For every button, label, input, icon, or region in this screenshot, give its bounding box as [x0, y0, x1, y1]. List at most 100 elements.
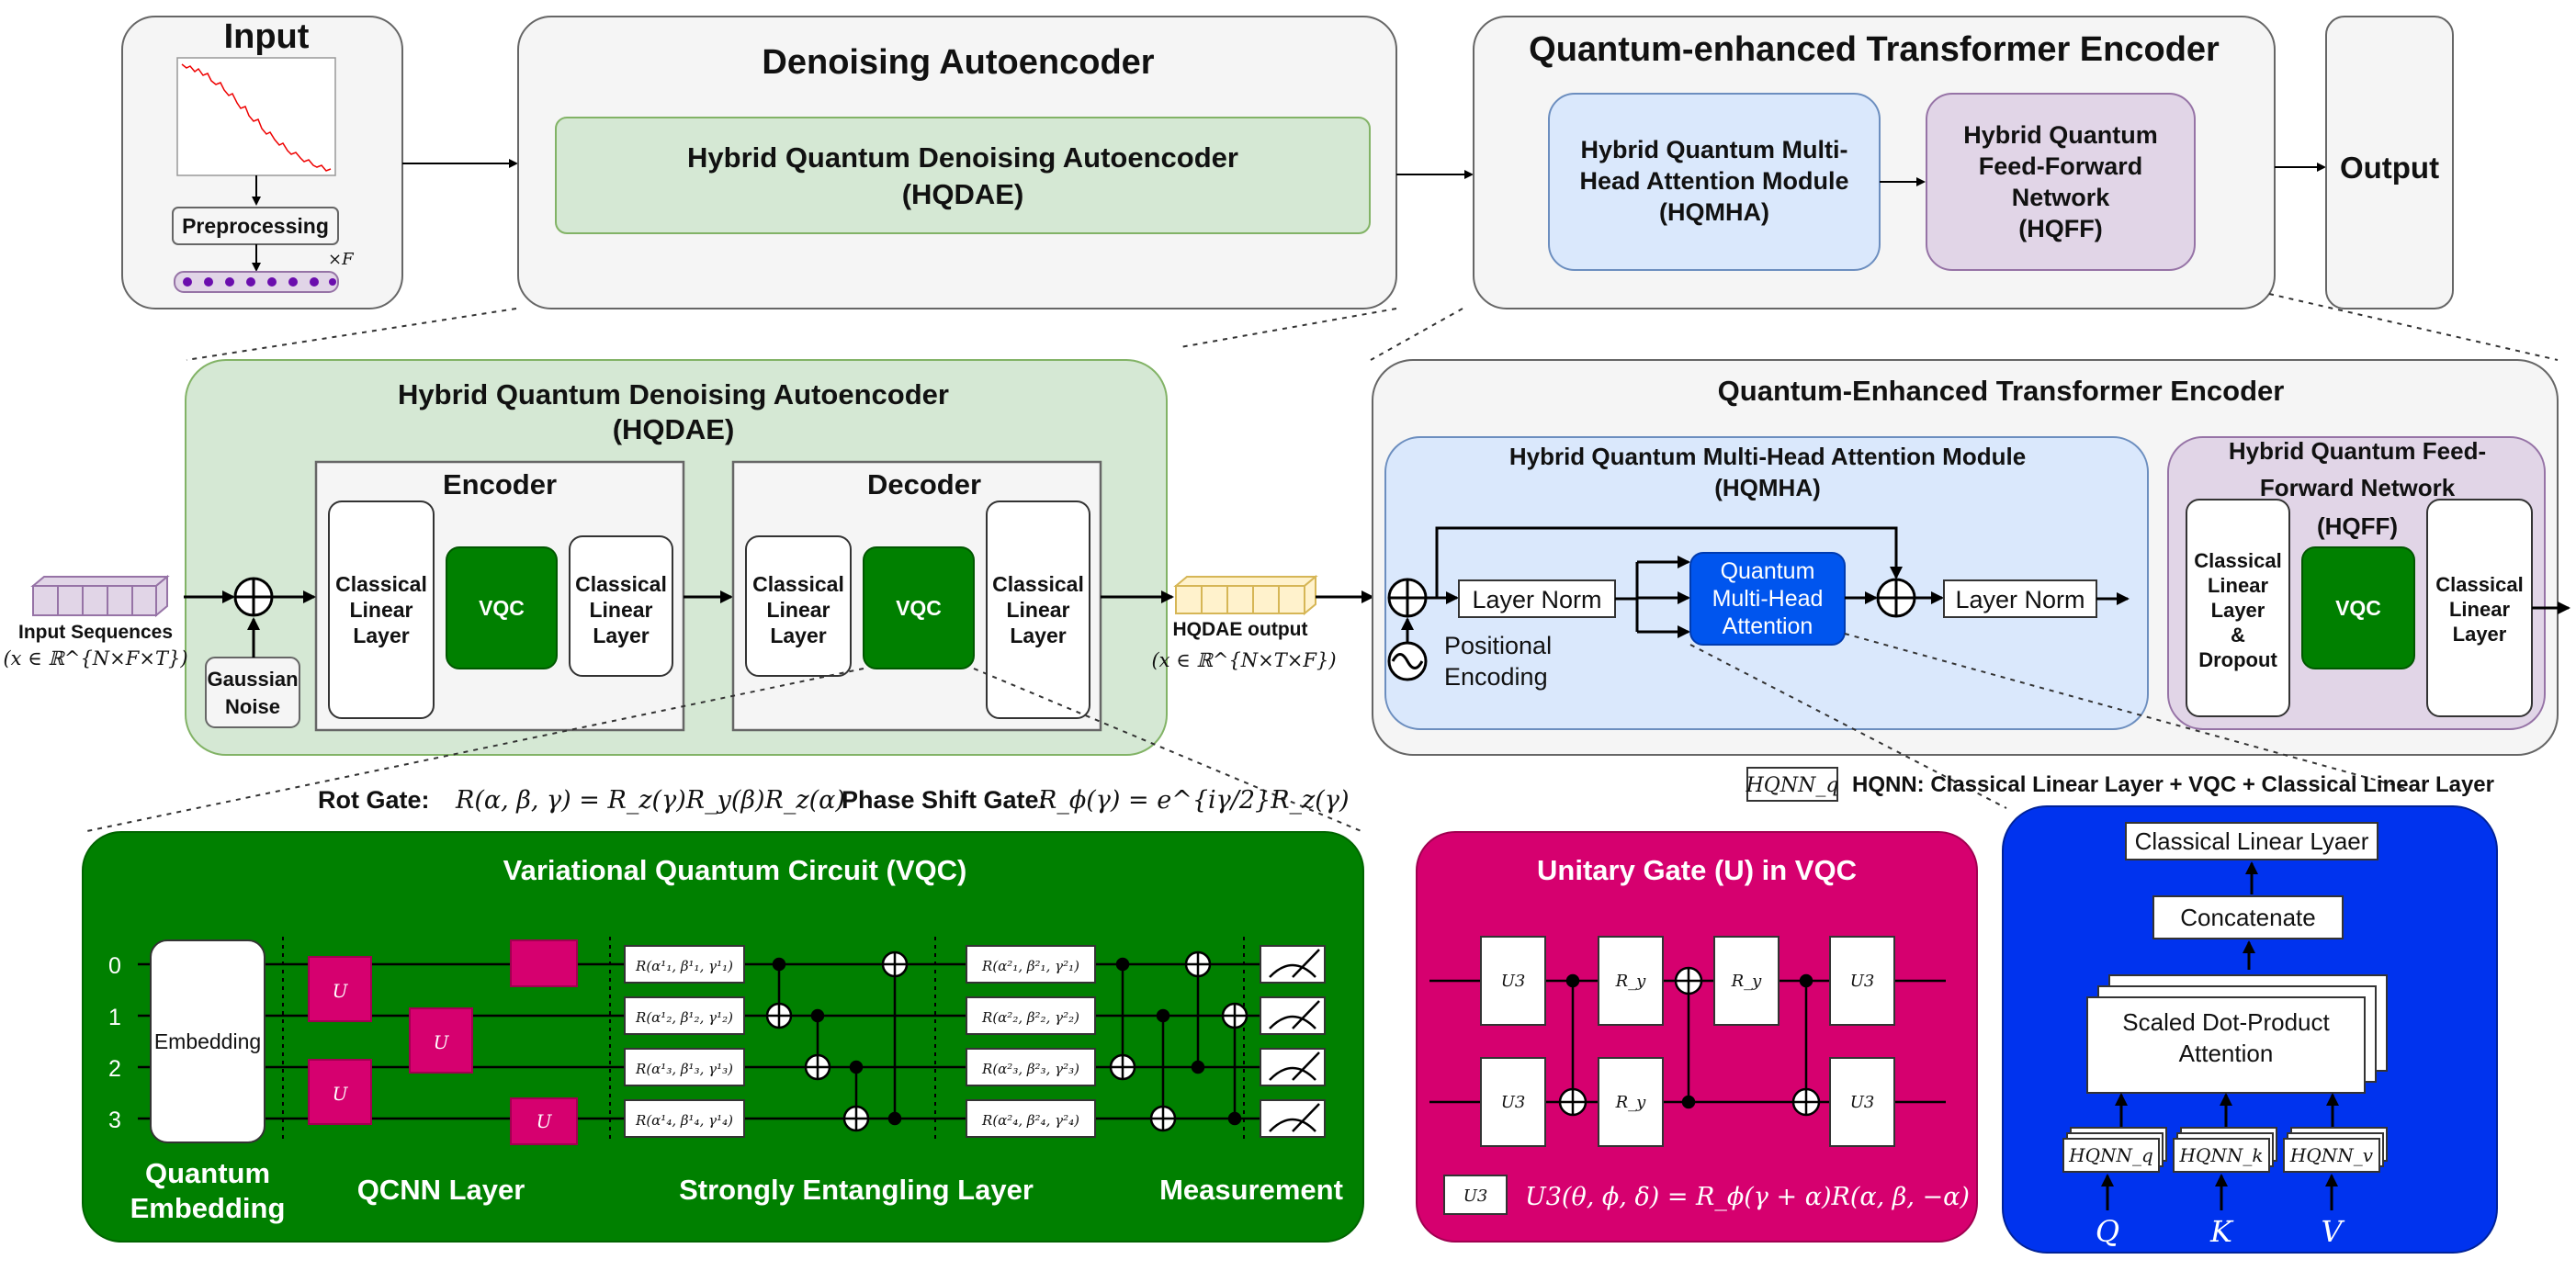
- dec-vqc: [863, 546, 975, 669]
- times-f-label: ×F: [328, 250, 355, 269]
- feature-vector: [174, 271, 339, 293]
- svg-text:U: U: [333, 980, 349, 1002]
- svg-text:U3: U3: [1850, 972, 1875, 991]
- v-input: V: [2321, 1214, 2344, 1249]
- svg-text:Linear: Linear: [589, 598, 652, 622]
- phase-gate-eq: R_ϕ(γ) = e^{iγ/2}R_z(γ): [1037, 786, 1350, 815]
- svg-text:U: U: [434, 1031, 450, 1053]
- hqdae-panel: Hybrid Quantum Denoising Autoencoder (HQ…: [185, 359, 1168, 756]
- svg-text:Layer: Layer: [2453, 623, 2507, 646]
- cnot-layer2: [1109, 950, 1248, 1132]
- svg-text:Linear: Linear: [766, 598, 830, 622]
- svg-text:Layer: Layer: [770, 624, 826, 647]
- phase-gate-label: Phase Shift Gate:: [842, 786, 1047, 814]
- vqc-panel: Variational Quantum Circuit (VQC) 0 1 2 …: [82, 831, 1364, 1243]
- hqff-vqc: [2301, 546, 2415, 669]
- svg-text:Gaussian: Gaussian: [207, 668, 298, 691]
- svg-text:VQC: VQC: [896, 596, 942, 620]
- hqnn-k-stack: HQNN_k: [2173, 1127, 2277, 1173]
- svg-text:HQDAE output: HQDAE output: [1173, 619, 1308, 640]
- svg-text:U3: U3: [1501, 1093, 1526, 1112]
- measurement-meters: [1260, 945, 1326, 1138]
- svg-text:Noise: Noise: [225, 695, 280, 718]
- input-signal-plot: [176, 57, 336, 176]
- svg-text:2: 2: [108, 1056, 121, 1082]
- ry-gate-a: [1598, 936, 1664, 1026]
- svg-text:Classical Linear Lyaer: Classical Linear Lyaer: [2135, 827, 2369, 855]
- svg-text:Encoding: Encoding: [1444, 663, 1548, 691]
- svg-text:Multi-Head: Multi-Head: [1712, 586, 1824, 612]
- qte-title: Quantum-Enhanced Transformer Encoder: [1718, 375, 2285, 407]
- zoom-lines-top: [186, 293, 2559, 361]
- embedding-block: [150, 939, 266, 1143]
- u3-gate-a: [1480, 936, 1546, 1026]
- dae-top-panel: Denoising Autoencoder Hybrid Quantum Den…: [517, 16, 1397, 309]
- svg-text:R(α²₃, β²₃, γ²₃): R(α²₃, β²₃, γ²₃): [981, 1061, 1079, 1077]
- svg-text:Linear: Linear: [2449, 598, 2510, 621]
- svg-text:Attention: Attention: [1723, 613, 1813, 639]
- svg-text:R(α¹₁, β¹₁, γ¹₁): R(α¹₁, β¹₁, γ¹₁): [635, 958, 733, 974]
- cnot-layer1: [765, 950, 909, 1132]
- svg-text:Embedding: Embedding: [130, 1192, 286, 1224]
- u3-gate-b: [1480, 1057, 1546, 1147]
- rot-gates-layer1: R(α¹₁, β¹₁, γ¹₁) R(α¹₂, β¹₂, γ¹₂) R(α¹₃,…: [624, 945, 745, 1138]
- svg-text:(HQFF): (HQFF): [2317, 512, 2398, 540]
- input-signal-line: [181, 63, 332, 172]
- svg-text:&: &: [2231, 624, 2245, 647]
- svg-text:VQC: VQC: [2335, 596, 2381, 620]
- feature-dots: [183, 277, 336, 287]
- svg-text:R(α¹₄, β¹₄, γ¹₄): R(α¹₄, β¹₄, γ¹₄): [635, 1112, 733, 1129]
- svg-text:Unitary Gate (U) in VQC: Unitary Gate (U) in VQC: [1537, 854, 1857, 886]
- hqff-top-l2: Feed-Forward: [1979, 152, 2143, 180]
- svg-text:R(α²₂, β²₂, γ²₂): R(α²₂, β²₂, γ²₂): [981, 1009, 1079, 1026]
- svg-text:Concatenate: Concatenate: [2180, 904, 2315, 931]
- svg-text:3: 3: [108, 1108, 121, 1133]
- vqc-title: Variational Quantum Circuit (VQC): [503, 854, 967, 886]
- enc-vqc: [446, 546, 558, 669]
- svg-text:Layer: Layer: [2211, 599, 2265, 622]
- svg-text:VQC: VQC: [479, 596, 525, 620]
- svg-text:Layer Norm: Layer Norm: [1472, 586, 1601, 613]
- layer-norm-1: [1458, 579, 1616, 618]
- svg-text:R(α²₁, β²₁, γ²₁): R(α²₁, β²₁, γ²₁): [981, 958, 1079, 974]
- input-panel: Input Preprocessing ×F: [121, 16, 403, 309]
- svg-text:Layer: Layer: [593, 624, 649, 647]
- dae-title: Denoising Autoencoder: [762, 43, 1154, 82]
- u3-legend-box: [1443, 1175, 1508, 1215]
- hqff-classical-1: [2186, 499, 2290, 717]
- input-title: Input: [224, 17, 310, 56]
- u3-gate-d: [1829, 1057, 1895, 1147]
- hqdae-top-box: [555, 117, 1371, 234]
- svg-text:(HQMHA): (HQMHA): [1714, 474, 1821, 501]
- svg-text:Layer: Layer: [1010, 624, 1066, 647]
- output-panel: Output: [2325, 16, 2454, 309]
- hqff-top-l4: (HQFF): [2018, 215, 2102, 242]
- svg-text:(x ∈ ℝ^{N×T×F}): (x ∈ ℝ^{N×T×F}): [1151, 649, 1336, 671]
- dec-classical-2: [986, 500, 1090, 719]
- svg-text:U3: U3: [1463, 1186, 1488, 1206]
- decoder-title: Decoder: [867, 468, 981, 500]
- svg-text:R(α²₄, β²₄, γ²₄): R(α²₄, β²₄, γ²₄): [981, 1112, 1079, 1129]
- svg-text:U: U: [333, 1083, 349, 1105]
- layer-norm-2: [1943, 579, 2097, 618]
- enc-classical-1: [328, 500, 435, 719]
- dec-classical-1: [745, 535, 852, 677]
- svg-text:HQNN_q: HQNN_q: [1746, 774, 1839, 797]
- hqnn-legend-box: [1746, 767, 1838, 802]
- encoder-title: Encoder: [443, 468, 557, 500]
- svg-text:Positional: Positional: [1444, 632, 1552, 659]
- svg-text:R(α¹₂, β¹₂, γ¹₂): R(α¹₂, β¹₂, γ¹₂): [635, 1009, 733, 1026]
- hqff-top-l3: Network: [2012, 184, 2111, 211]
- svg-text:Linear: Linear: [2208, 574, 2268, 597]
- svg-text:(x ∈ ℝ^{N×F×T}): (x ∈ ℝ^{N×F×T}): [3, 647, 187, 669]
- svg-text:Classical: Classical: [752, 572, 844, 596]
- svg-text:Hybrid Quantum Feed-: Hybrid Quantum Feed-: [2229, 437, 2486, 465]
- svg-text:Forward Network: Forward Network: [2260, 474, 2456, 501]
- svg-text:Classical: Classical: [992, 572, 1084, 596]
- hqdae-top-line2: (HQDAE): [902, 178, 1024, 210]
- svg-text:U3: U3: [1501, 972, 1526, 991]
- svg-text:HQNN_v: HQNN_v: [2289, 1144, 2374, 1166]
- svg-text:U3: U3: [1850, 1093, 1875, 1112]
- svg-text:R_y: R_y: [1731, 972, 1763, 991]
- hqdae-top-line1: Hybrid Quantum Denoising Autoencoder: [687, 141, 1238, 174]
